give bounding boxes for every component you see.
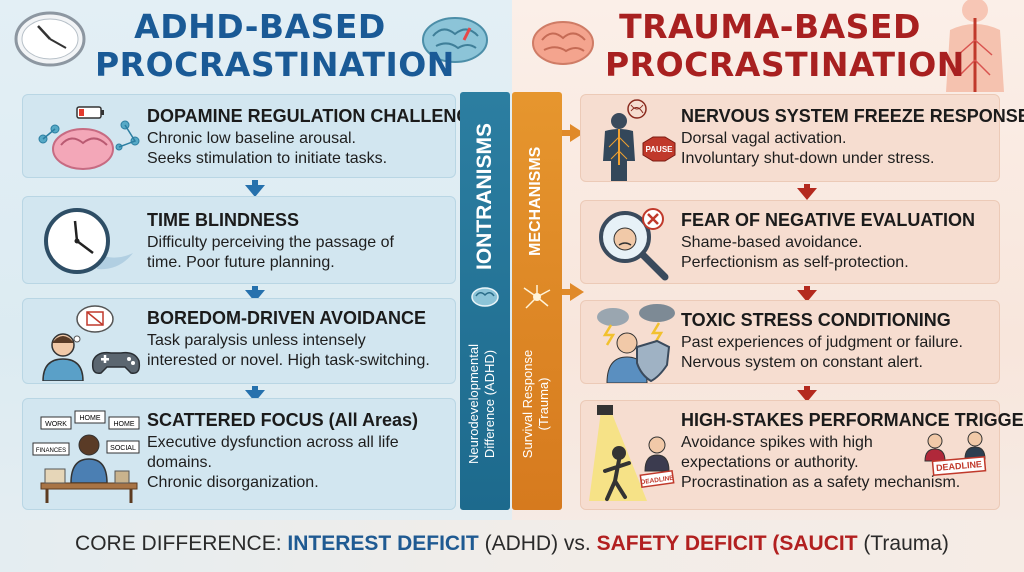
card-heading: NERVOUS SYSTEM FREEZE RESPONSE xyxy=(681,106,1024,126)
trauma-column-sublabel: Survival Response(Trauma) xyxy=(520,349,551,459)
connector-arrow xyxy=(570,283,584,301)
spotlight-figure-icon: DEADLINE xyxy=(589,405,675,501)
footer-prefix: CORE DIFFERENCE: xyxy=(75,532,288,555)
deadline-sign: DEADLINE xyxy=(640,475,675,487)
magnifier-face-icon xyxy=(599,208,669,281)
trauma-title: TRAUMA-BASED PROCRASTINATION xyxy=(605,7,965,84)
person-thinking-icon xyxy=(42,305,141,381)
card-heading: DOPAMINE REGULATION CHALLENGES xyxy=(147,106,495,126)
nerve-body-icon xyxy=(946,0,1004,92)
safety-deficit-term: SAFETY DEFICIT (SAUCIT xyxy=(596,532,858,555)
card-heading: SCATTERED FOCUS (All Areas) xyxy=(147,410,419,430)
stopwatch-icon xyxy=(44,208,133,274)
card-dopamine: DOPAMINE REGULATION CHALLENGES Chronic l… xyxy=(22,94,494,178)
flow-arrow xyxy=(797,390,817,402)
desk-word: HOME xyxy=(80,415,101,422)
card-text: Dorsal vagal activation.Involuntary shut… xyxy=(681,130,935,167)
card-scattered-focus: WORK HOME HOME FINANCES SOCIAL SCATTERED… xyxy=(22,398,456,510)
core-difference-footer: CORE DIFFERENCE: INTEREST DEFICIT (ADHD)… xyxy=(0,531,1024,557)
clock-icon xyxy=(14,11,86,67)
deadline-sign: DEADLINE xyxy=(936,459,983,473)
card-heading: TOXIC STRESS CONDITIONING xyxy=(681,310,951,330)
desk-word: HOME xyxy=(114,421,135,428)
authority-figures-icon: DEADLINE xyxy=(924,431,987,477)
nerve-icon xyxy=(523,285,551,309)
nerve-body-icon: PAUSE xyxy=(603,99,676,181)
card-text: Past experiences of judgment or failure.… xyxy=(681,334,963,371)
desk-word: SOCIAL xyxy=(110,445,136,452)
card-boredom: BOREDOM-DRIVEN AVOIDANCE Task paralysis … xyxy=(22,298,456,384)
footer-band xyxy=(0,520,1024,572)
flow-arrow xyxy=(797,188,817,200)
card-heading: FEAR OF NEGATIVE EVALUATION xyxy=(681,210,976,230)
adhd-title: ADHD-BASED PROCRASTINATION xyxy=(95,7,455,84)
desk-word: WORK xyxy=(45,421,67,428)
brain-icon xyxy=(471,287,499,307)
card-heading: BOREDOM-DRIVEN AVOIDANCE xyxy=(147,308,427,328)
desk-word: FINANCES xyxy=(36,448,66,454)
brain-icon xyxy=(38,106,140,170)
card-freeze-response: PAUSE NERVOUS SYSTEM FREEZE RESPONSE Dor… xyxy=(580,94,1024,182)
gamepad-icon xyxy=(91,351,141,374)
trauma-column-label: MECHANISMS xyxy=(527,146,544,256)
card-high-stakes: DEADLINE DEADLINE HIGH-STAKES PERFORMANC… xyxy=(580,400,1024,510)
card-text: Shame-based avoidance.Perfectionism as s… xyxy=(681,234,909,271)
card-heading: TIME BLINDNESS xyxy=(147,210,300,230)
card-time-blindness: TIME BLINDNESS Difficulty perceiving the… xyxy=(22,196,456,284)
flow-arrow xyxy=(797,290,817,302)
desk-worker-icon: WORK HOME HOME FINANCES SOCIAL xyxy=(32,410,140,503)
card-toxic-stress: TOXIC STRESS CONDITIONING Past experienc… xyxy=(580,300,1000,384)
footer-adhd-paren: (ADHD) vs. xyxy=(478,532,597,555)
brain-icon xyxy=(422,17,488,63)
card-text: Chronic low baseline arousal.Seeks stimu… xyxy=(147,130,388,167)
pause-sign: PAUSE xyxy=(646,145,674,154)
interest-deficit-term: INTEREST DEFICIT xyxy=(287,532,479,555)
adhd-column-label: IONTRANISMS xyxy=(473,123,496,270)
brain-icon xyxy=(532,21,594,65)
footer-trauma-paren: (Trauma) xyxy=(857,532,949,555)
card-heading: HIGH-STAKES PERFORMANCE TRIGGER xyxy=(681,410,1024,430)
flow-arrow xyxy=(245,185,265,197)
card-negative-evaluation: FEAR OF NEGATIVE EVALUATION Shame-based … xyxy=(580,200,1000,284)
storm-shield-icon xyxy=(597,304,675,383)
